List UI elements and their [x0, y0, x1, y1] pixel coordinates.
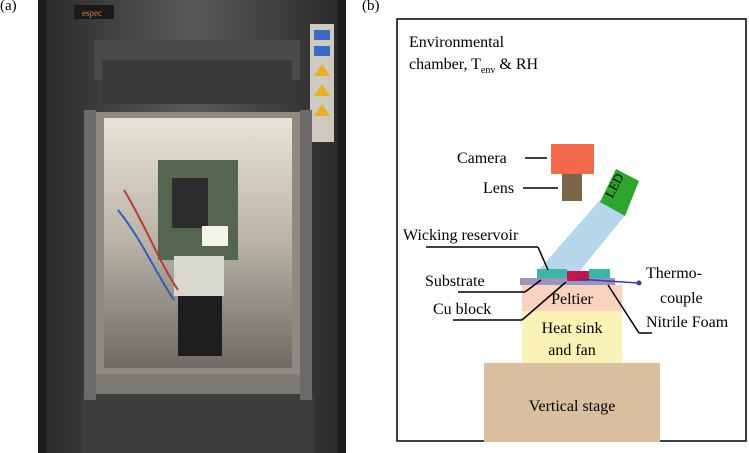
thermocouple-wire	[577, 278, 639, 284]
heat-sink-label-line1: Heat sink	[542, 320, 603, 337]
nitrile-foam-leader-d	[607, 284, 640, 334]
wicking-reservoir-right	[589, 269, 610, 278]
thermocouple-tip	[636, 280, 642, 286]
nitrile-foam-label: Nitrile Foam	[646, 314, 729, 331]
lens-label: Lens	[483, 180, 514, 197]
environmental-chamber-photo: espec	[38, 0, 346, 453]
substrate-leader-d	[524, 279, 542, 293]
cu-block-leader-d	[521, 281, 567, 321]
camera-box	[551, 144, 594, 174]
chamber-label-line1: Environmental	[409, 34, 505, 51]
led-source: LED	[600, 169, 639, 216]
cu-block	[567, 271, 589, 281]
experimental-setup-diagram: Environmental chamber, Tenv & RH LED Cam…	[396, 18, 747, 442]
camera-label: Camera	[457, 150, 507, 167]
vertical-stage-label: Vertical stage	[529, 398, 616, 415]
cu-block-label: Cu block	[433, 301, 491, 318]
thermocouple-label-line1: Thermo-	[646, 265, 702, 282]
wicking-reservoir-label: Wicking reservoir	[403, 227, 519, 244]
substrate-label: Substrate	[425, 273, 485, 290]
thermocouple-label-line2: couple	[660, 290, 703, 307]
wicking-reservoir-leader-d	[537, 246, 549, 271]
nitrile-foam	[520, 278, 615, 285]
heat-sink-block	[522, 311, 622, 363]
peltier-label: Peltier	[551, 291, 593, 308]
peltier-block	[522, 285, 622, 311]
espec-logo-text: espec	[82, 8, 102, 18]
panel-b-label: (b)	[362, 0, 380, 14]
wicking-reservoir-left	[537, 269, 567, 278]
panel-a-label: (a)	[0, 0, 17, 14]
heat-sink-label-line2: and fan	[548, 342, 596, 359]
light-cone	[537, 200, 626, 272]
vertical-stage-block	[484, 363, 660, 442]
chamber-label-line2: chamber, Tenv & RH	[409, 56, 538, 76]
lens-box	[562, 174, 582, 201]
